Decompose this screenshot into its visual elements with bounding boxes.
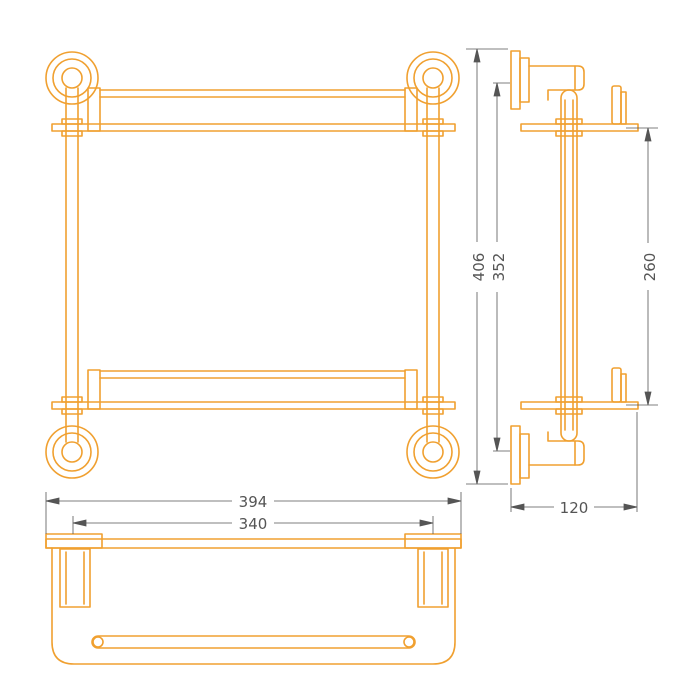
left-mount-block: [59, 548, 91, 608]
wall-flange-bottom-right: [406, 425, 460, 479]
side-vertical-tube: [560, 89, 578, 442]
side-bracket-top: [510, 50, 585, 110]
dimension-rail-height: [493, 82, 510, 452]
wall-flange-top-right: [406, 51, 460, 105]
right-end-cap: [404, 533, 462, 549]
left-end-cap: [45, 533, 103, 549]
dimension-label-260: 260: [641, 253, 659, 282]
post-right: [426, 87, 440, 443]
side-bracket-bottom: [510, 425, 585, 485]
side-view: [510, 50, 639, 485]
side-shelf-top: [520, 85, 639, 137]
side-shelf-bottom: [520, 367, 639, 415]
dimension-post-spacing: [72, 516, 434, 534]
dimension-shelf-spacing: [626, 127, 658, 406]
dimension-label-120: 120: [560, 499, 589, 517]
guard-rail: [91, 635, 416, 649]
post-left: [65, 87, 79, 443]
shelf-outline-top-view: [51, 547, 456, 665]
dimension-overall-width: [45, 492, 462, 534]
right-mount-block: [417, 548, 449, 608]
wall-flange-top-left: [45, 51, 99, 105]
dimension-label-406: 406: [470, 253, 488, 282]
top-shelf: [51, 87, 456, 137]
wall-flange-bottom-left: [45, 425, 99, 479]
dimension-depth: [510, 412, 638, 512]
shelf-front-edge: [45, 538, 462, 549]
dimension-label-352: 352: [490, 253, 508, 282]
dimension-label-340: 340: [239, 515, 268, 533]
dimension-overall-height: [466, 48, 508, 485]
dimension-label-394: 394: [239, 493, 268, 511]
bottom-shelf: [51, 369, 456, 415]
front-view: [45, 51, 460, 479]
top-view: [45, 533, 462, 665]
